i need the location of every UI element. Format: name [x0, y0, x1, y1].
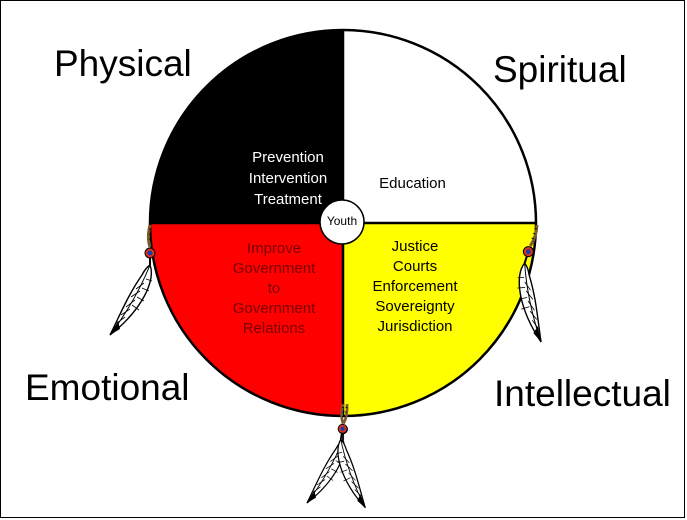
quadrant-intellectual: [343, 223, 536, 416]
wheel-outline: [148, 28, 538, 418]
label-intellectual: Intellectual: [494, 373, 671, 414]
quadrant-text-physical: Prevention Intervention Treatment: [248, 149, 328, 208]
quadrant-spiritual: [343, 30, 536, 223]
quadrant-text-spiritual: Education: [379, 175, 446, 192]
quadrant-emotional: [150, 223, 343, 416]
label-spiritual: Spiritual: [493, 49, 627, 90]
quadrant-text-intellectual: Justice Courts Enforcement Sovereignty J…: [372, 238, 458, 335]
feather-icon: [108, 223, 157, 337]
center-label: Youth: [326, 214, 358, 228]
quadrant-text-emotional: Improve Government to Government Relatio…: [232, 240, 316, 337]
label-emotional: Emotional: [25, 367, 190, 408]
quadrant-physical: [150, 30, 343, 223]
label-physical: Physical: [54, 43, 192, 84]
center-circle: [319, 199, 365, 245]
